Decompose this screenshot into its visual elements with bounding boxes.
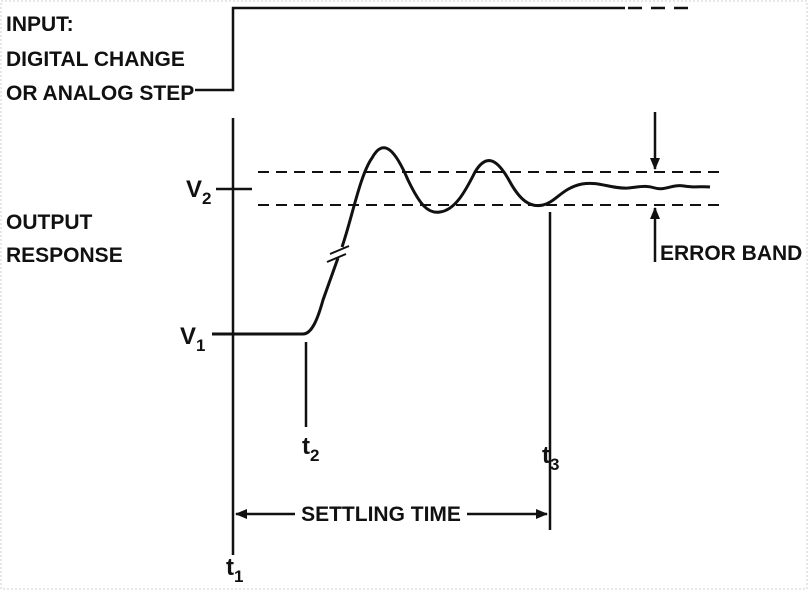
response-settling-curve bbox=[340, 146, 711, 248]
t2-label: t2 bbox=[302, 433, 319, 465]
v2-label: V2 bbox=[186, 176, 211, 208]
output-label-line1: OUTPUT bbox=[6, 211, 93, 234]
t1-label: t1 bbox=[226, 554, 243, 586]
v1-label: V1 bbox=[180, 323, 205, 355]
input-label-line3: OR ANALOG STEP bbox=[6, 82, 194, 105]
input-label-line2: DIGITAL CHANGE bbox=[6, 48, 185, 71]
response-rise-lower bbox=[212, 257, 340, 336]
error-band-label: ERROR BAND bbox=[660, 242, 802, 265]
t3-label: t3 bbox=[542, 442, 559, 474]
input-label-line1: INPUT: bbox=[6, 13, 74, 36]
break-mark-lower bbox=[326, 253, 347, 263]
settling-time-label: SETTLING TIME bbox=[301, 503, 461, 526]
break-mark-upper bbox=[329, 245, 350, 255]
input-step-line bbox=[195, 6, 625, 92]
output-label-line2: RESPONSE bbox=[6, 244, 123, 267]
